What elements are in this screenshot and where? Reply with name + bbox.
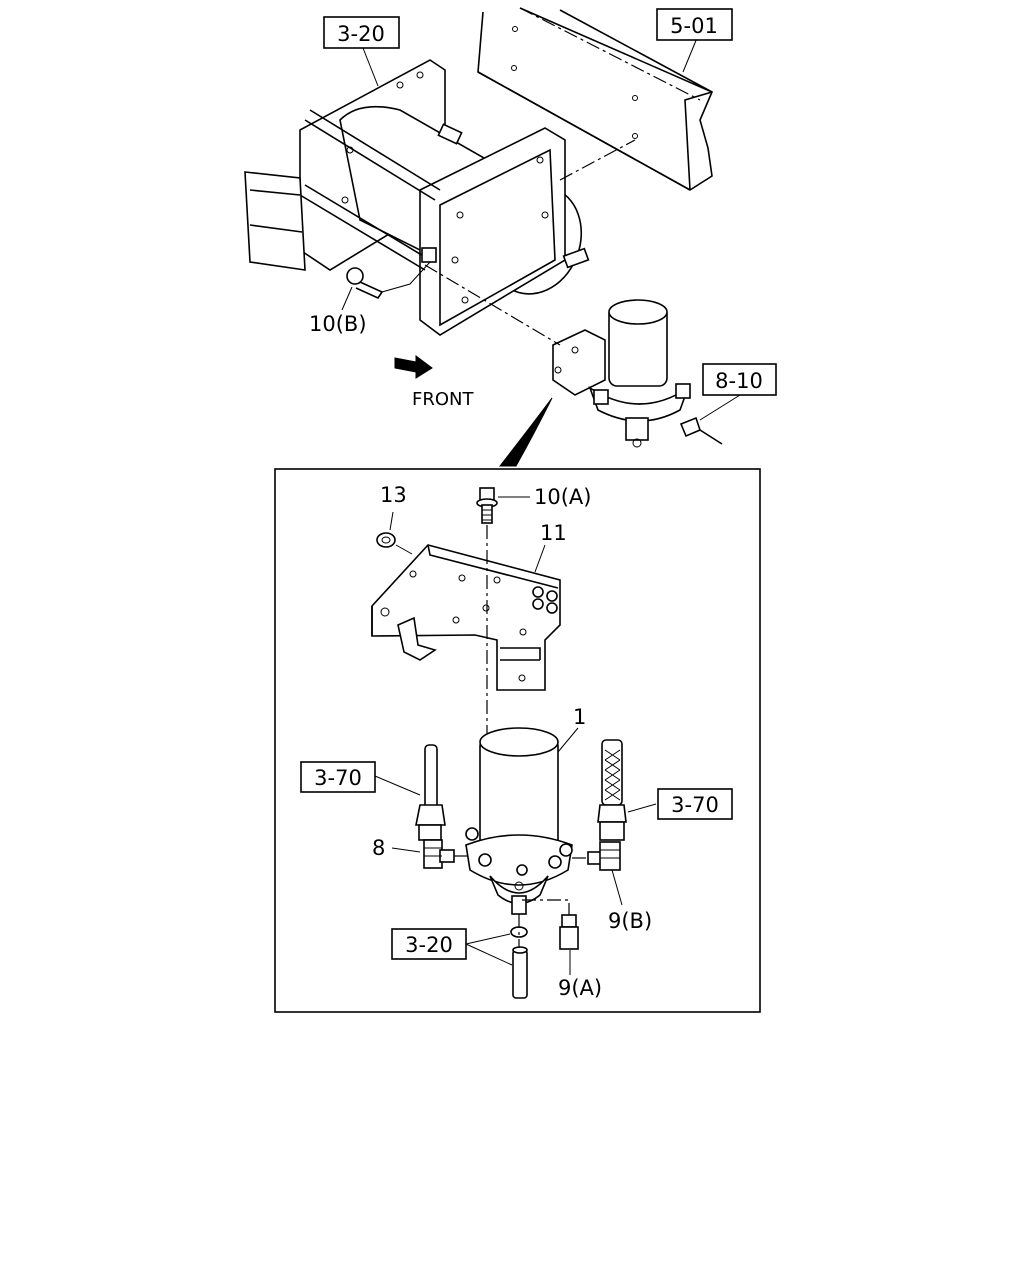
front-label: FRONT [412, 389, 474, 410]
fitting-9b [587, 841, 621, 871]
detail-view-frame [274, 468, 761, 1013]
fitting-9a-centerline [522, 899, 570, 915]
leader-8-10 [699, 394, 741, 421]
pipe-3-70-right [597, 739, 627, 841]
part-1-label: 1 [573, 705, 586, 729]
ref-box-3-70-left[interactable]: 3-70 [300, 761, 376, 793]
air-tank-assembly [244, 59, 590, 336]
coupler-3-20 [510, 926, 528, 999]
ref-box-3-20-top[interactable]: 3-20 [323, 16, 400, 49]
chassis-frame-rail [477, 7, 714, 191]
leader-3-70-left [374, 775, 421, 796]
part-8-label: 8 [372, 836, 385, 860]
part-9b-label: 9(B) [608, 909, 652, 933]
bolt-10b-top [346, 261, 431, 300]
ref-box-3-70-right[interactable]: 3-70 [657, 788, 733, 820]
part-10b-top-label: 10(B) [309, 312, 367, 336]
fitting-9a [559, 914, 579, 950]
air-dryer-top [552, 299, 691, 448]
ref-box-5-01[interactable]: 5-01 [656, 8, 733, 41]
leader-5-01 [682, 37, 698, 73]
leader-3-20-bottom-b [465, 943, 513, 966]
leader-3-20-top [362, 47, 379, 87]
leader-1 [557, 727, 579, 753]
leader-3-70-right [627, 803, 657, 813]
ref-box-3-20-bottom[interactable]: 3-20 [391, 928, 467, 960]
air-dryer-1 [465, 727, 573, 915]
leader-10b [341, 286, 353, 311]
bolt-10a [476, 487, 498, 524]
bracket-11 [371, 544, 561, 691]
ref-3-70-right-label: 3-70 [671, 793, 719, 817]
leader-9b [611, 869, 623, 906]
leader-3-20-bottom-a [465, 933, 511, 945]
leader-8 [391, 847, 421, 853]
pipe-3-70-left [415, 744, 446, 841]
part-13-label: 13 [380, 483, 407, 507]
front-direction-arrow-icon [394, 355, 433, 379]
nut-13 [376, 532, 396, 548]
detail-pointer-arrow-icon [498, 397, 553, 467]
frame-bolt-centerline [559, 139, 636, 181]
ref-3-70-left-label: 3-70 [314, 766, 362, 790]
ref-3-20-bottom-label: 3-20 [405, 933, 453, 957]
part-10a-label: 10(A) [534, 485, 591, 509]
fitting-8 [423, 839, 455, 869]
ref-3-20-top-label: 3-20 [337, 22, 385, 46]
leader-11 [534, 544, 546, 573]
ref-8-10-label: 8-10 [715, 369, 763, 393]
ref-box-8-10[interactable]: 8-10 [702, 363, 777, 396]
ref-5-01-label: 5-01 [670, 14, 718, 38]
leader-13-dash [395, 544, 413, 555]
part-11-label: 11 [540, 521, 567, 545]
part-9a-label: 9(A) [558, 976, 602, 1000]
leader-13 [389, 511, 394, 531]
mounting-centerline-top [424, 264, 561, 346]
connector-8-10-top [679, 416, 723, 445]
